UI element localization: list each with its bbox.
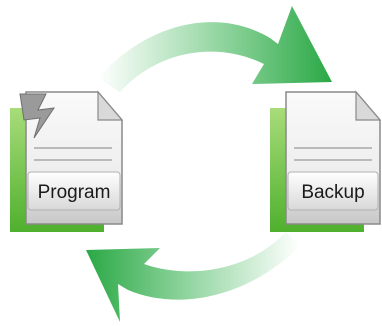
curved-arrow-left-icon [86,232,300,322]
program-label: Program [38,182,111,203]
document-icon [285,90,382,225]
backup-document: Backup [270,90,382,232]
broken-document-icon [19,90,124,225]
curved-arrow-right-icon [98,6,332,92]
backup-label: Backup [301,182,364,203]
program-document: Program [10,90,124,232]
